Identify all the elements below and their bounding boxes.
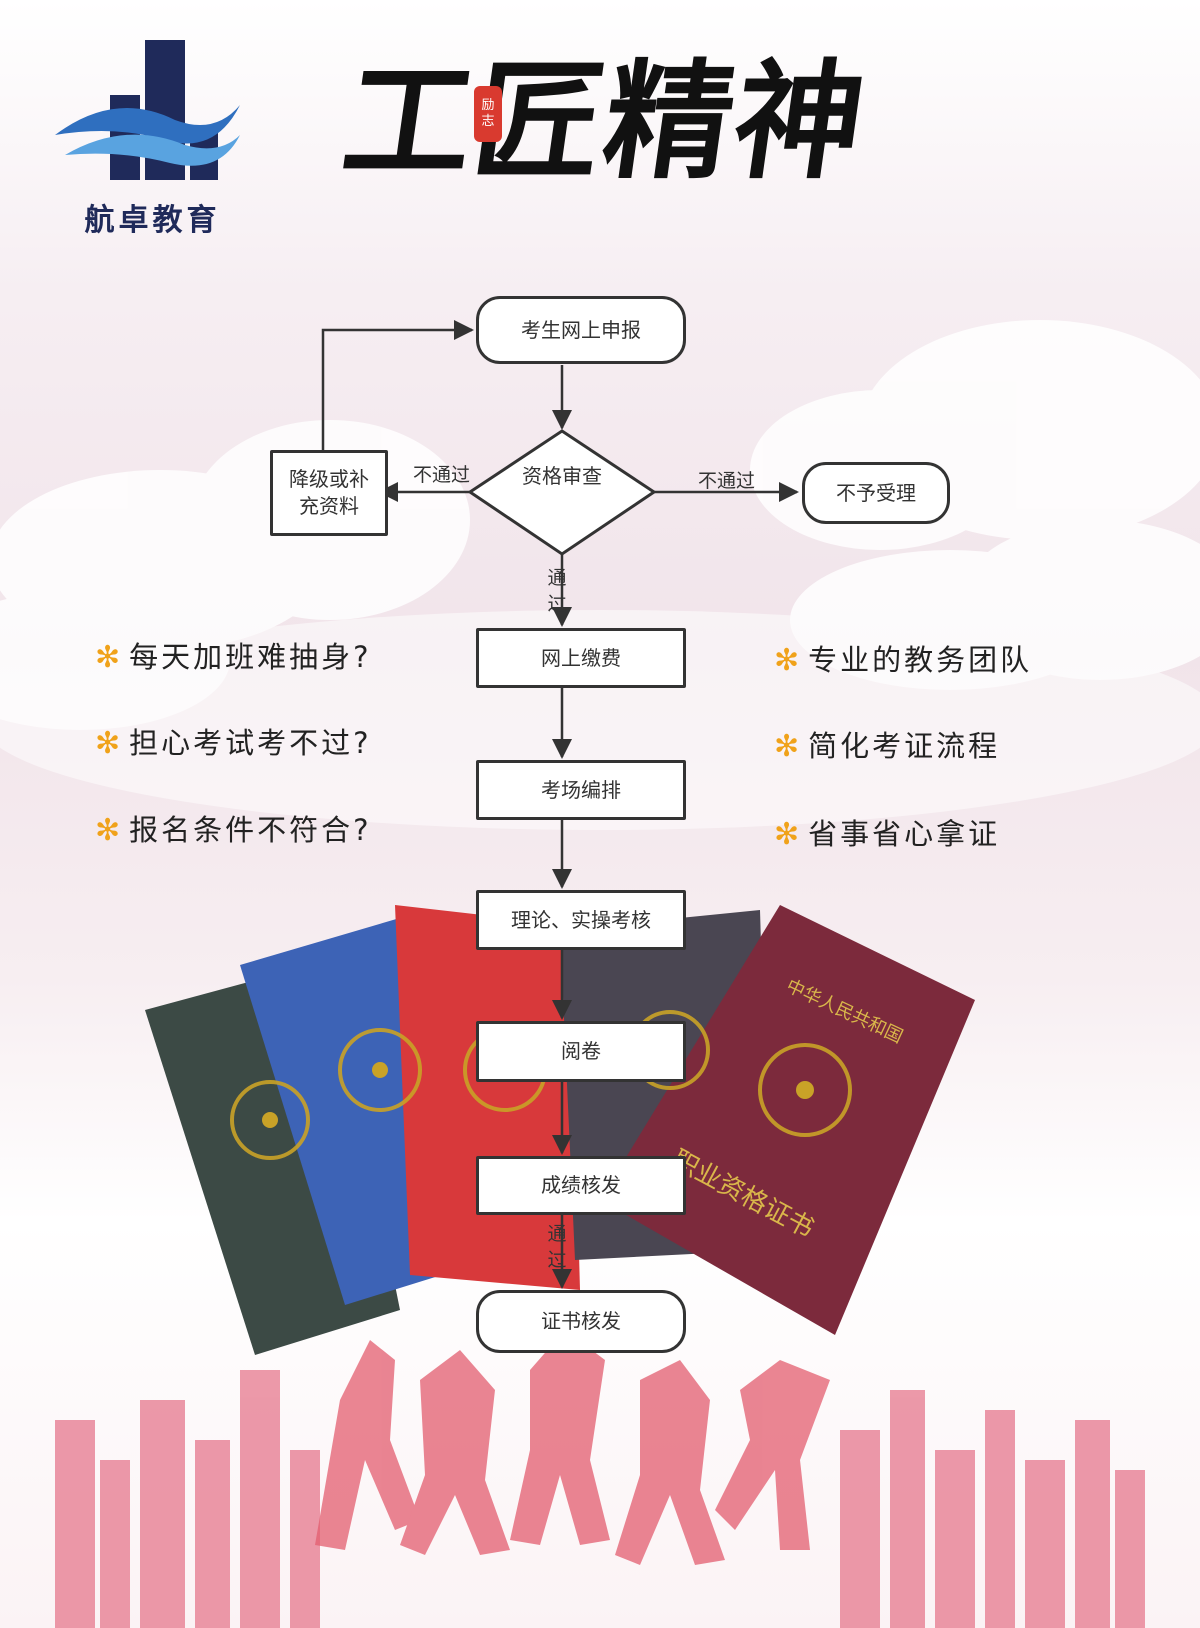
bullet-star-icon: ✻ bbox=[95, 813, 124, 848]
node-results: 成绩核发 bbox=[476, 1156, 686, 1215]
left-point-1: ✻每天加班难抽身? bbox=[95, 634, 372, 676]
edge-label-pass-2-char-2: 过 bbox=[547, 1248, 567, 1271]
right-point-3: ✻省事省心拿证 bbox=[774, 811, 1000, 853]
right-point-1-text: 专业的教务团队 bbox=[808, 643, 1033, 677]
node-grading: 阅卷 bbox=[476, 1021, 686, 1082]
right-point-2: ✻简化考证流程 bbox=[774, 723, 1000, 765]
review-diamond bbox=[467, 429, 657, 556]
bullet-star-icon: ✻ bbox=[774, 729, 803, 764]
edge-label-pass-2-char-1: 通 bbox=[547, 1223, 567, 1245]
seal-char-1: 励 bbox=[481, 98, 495, 114]
edge-label-pass-1-char-1: 通 bbox=[547, 567, 567, 589]
node-reject: 不予受理 bbox=[802, 462, 950, 524]
node-certificate: 证书核发 bbox=[476, 1290, 686, 1353]
clouds bbox=[0, 320, 1200, 830]
right-point-1: ✻专业的教务团队 bbox=[774, 637, 1032, 679]
node-exam: 理论、实操考核 bbox=[476, 890, 686, 950]
right-point-2-text: 简化考证流程 bbox=[808, 729, 1001, 763]
city-skyline bbox=[55, 1370, 1145, 1628]
bullet-star-icon: ✻ bbox=[95, 640, 124, 675]
edge-label-pass-1: 通 过 bbox=[546, 566, 568, 617]
edge-label-pass-2: 通 过 bbox=[546, 1222, 568, 1273]
node-pay: 网上缴费 bbox=[476, 628, 686, 688]
left-point-1-text: 每天加班难抽身? bbox=[129, 640, 372, 674]
certificate-maroon bbox=[600, 905, 975, 1335]
graduates-silhouettes bbox=[315, 1330, 830, 1565]
node-resubmit: 降级或补 充资料 bbox=[270, 450, 388, 536]
left-point-3: ✻报名条件不符合? bbox=[95, 807, 372, 849]
bullet-star-icon: ✻ bbox=[95, 726, 124, 761]
node-review: 资格审查 bbox=[522, 464, 602, 488]
brand-name: 航卓教育 bbox=[84, 203, 221, 238]
node-apply: 考生网上申报 bbox=[476, 296, 686, 364]
left-point-3-text: 报名条件不符合? bbox=[129, 813, 372, 847]
node-resubmit-line-2: 充资料 bbox=[299, 494, 359, 518]
right-point-3-text: 省事省心拿证 bbox=[808, 817, 1001, 851]
edge-label-pass-1-char-2: 过 bbox=[547, 592, 567, 615]
left-point-2-text: 担心考试考不过? bbox=[129, 726, 372, 760]
node-arrange: 考场编排 bbox=[476, 760, 686, 820]
edge-label-right-fail: 不通过 bbox=[698, 470, 756, 492]
left-point-2: ✻担心考试考不过? bbox=[95, 720, 372, 762]
seal-stamp: 励 志 bbox=[474, 86, 502, 142]
node-resubmit-line-1: 降级或补 bbox=[289, 467, 369, 491]
brand-logo bbox=[55, 40, 240, 180]
seal-char-2: 志 bbox=[481, 114, 495, 129]
bullet-star-icon: ✻ bbox=[774, 643, 803, 678]
bullet-star-icon: ✻ bbox=[774, 817, 803, 852]
edge-label-left-fail: 不通过 bbox=[413, 464, 471, 486]
